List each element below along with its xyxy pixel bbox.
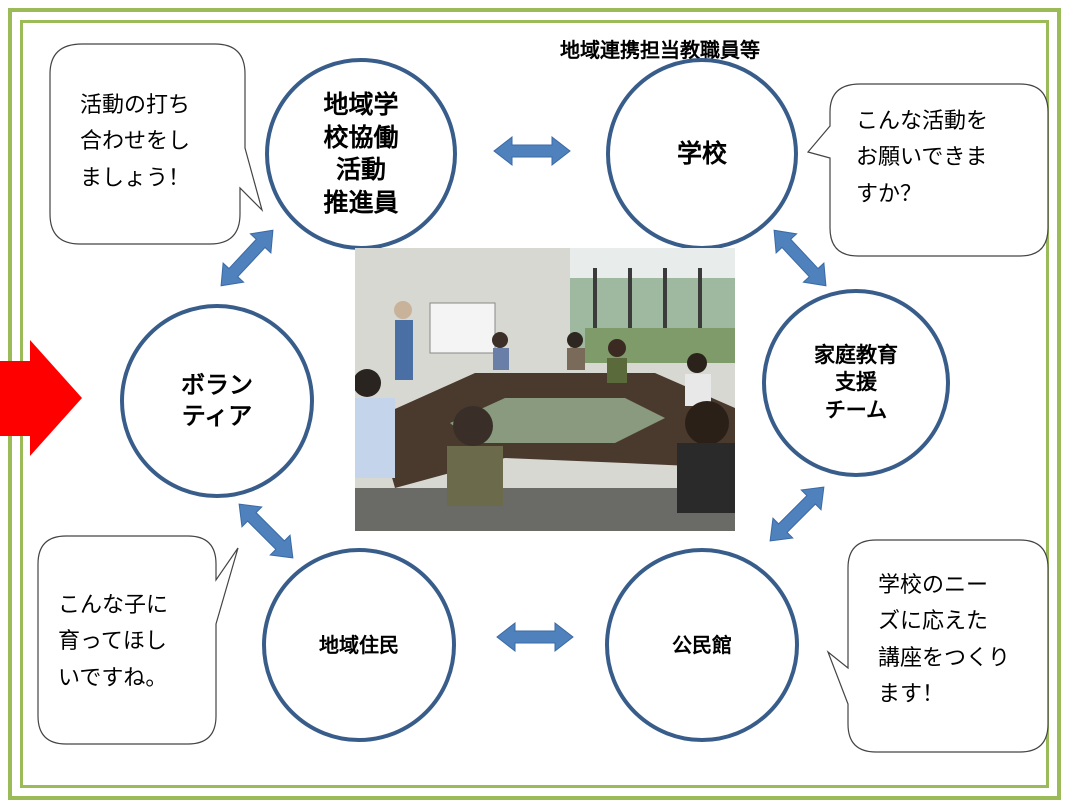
speech-bubble-residents: [37, 535, 239, 745]
node-volunteer: ボラン ティア: [120, 304, 314, 498]
node-community-hall: 公民館: [605, 548, 799, 742]
speech-bubble-school: [806, 83, 1049, 257]
node-school: 学校: [606, 58, 798, 250]
arrow-residents-hall: [496, 622, 574, 652]
bubble-text-school: こんな活動を お願いできま すか？: [856, 109, 989, 207]
node-family-support: 家庭教育 支援 チーム: [762, 289, 950, 477]
meeting-photo-illustration: [355, 248, 735, 531]
speech-bubble-hall: [826, 539, 1049, 753]
bubble-text-hall: 学校のニー ズに応えた 講座をつくり ます！: [878, 573, 1011, 707]
bubble-text-residents: こんな子に 育ってほし いですね。: [58, 593, 169, 691]
arrow-school-family: [763, 220, 837, 296]
coordinator-label: 地域連携担当教職員等: [560, 38, 760, 62]
meeting-photo: [355, 248, 735, 531]
node-residents: 地域住民: [262, 548, 456, 742]
red-pointer-arrow: [0, 340, 82, 456]
node-promoter: 地域学 校協働 活動 推進員: [265, 58, 457, 250]
arrow-family-hall: [759, 476, 835, 552]
bubble-text-promoter: 活動の打ち 合わせをし ましょう！: [80, 93, 191, 191]
speech-bubble-promoter: [49, 43, 264, 245]
arrow-promoter-school: [493, 136, 571, 166]
arrow-volunteer-residents: [228, 493, 304, 569]
